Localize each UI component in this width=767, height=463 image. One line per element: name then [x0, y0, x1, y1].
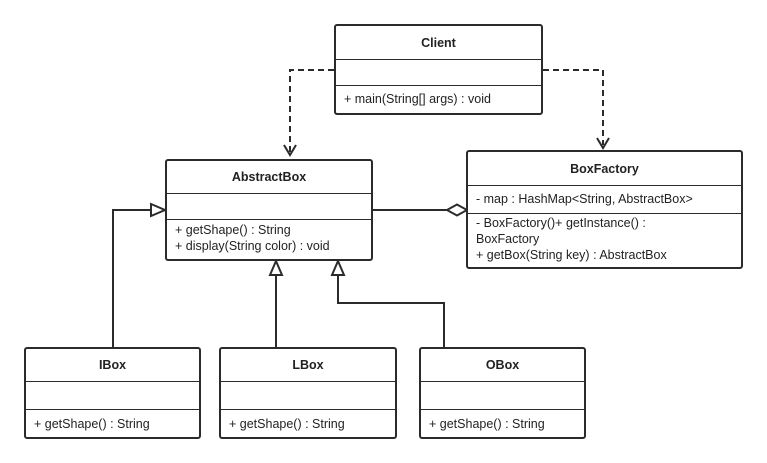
class-ibox: IBox + getShape() : String: [24, 347, 201, 439]
methods-section: + getShape() : String: [421, 410, 584, 434]
dependency-client-abstractbox: [283, 69, 334, 157]
methods-section: + getShape() : String + display(String c…: [167, 220, 371, 256]
generalization-lbox-abstractbox: [268, 258, 284, 347]
attributes-section: [26, 382, 199, 410]
methods-section: + main(String[] args) : void: [336, 86, 541, 109]
class-name: BoxFactory: [468, 152, 741, 186]
attributes-section: [221, 382, 395, 410]
generalization-ibox-abstractbox: [112, 202, 168, 347]
class-abstractbox: AbstractBox + getShape() : String + disp…: [165, 159, 373, 261]
attribute: - map : HashMap<String, AbstractBox>: [476, 192, 693, 206]
attributes-section: - map : HashMap<String, AbstractBox>: [468, 186, 741, 214]
method: + main(String[] args) : void: [344, 92, 491, 106]
class-lbox: LBox + getShape() : String: [219, 347, 397, 439]
method: + display(String color) : void: [175, 239, 330, 253]
class-boxfactory: BoxFactory - map : HashMap<String, Abstr…: [466, 150, 743, 269]
method: BoxFactory: [476, 232, 540, 246]
method: + getBox(String key) : AbstractBox: [476, 248, 667, 262]
method: + getShape() : String: [229, 417, 345, 431]
method: + getShape() : String: [34, 417, 150, 431]
attributes-section: [336, 60, 541, 86]
methods-section: + getShape() : String: [26, 410, 199, 434]
attributes-section: [421, 382, 584, 410]
class-name: Client: [336, 26, 541, 60]
class-name: AbstractBox: [167, 161, 371, 194]
class-name: OBox: [421, 349, 584, 382]
class-name: LBox: [221, 349, 395, 382]
methods-section: + getShape() : String: [221, 410, 395, 434]
class-obox: OBox + getShape() : String: [419, 347, 586, 439]
generalization-obox-abstractbox: [330, 258, 445, 347]
attributes-section: [167, 194, 371, 220]
class-client: Client + main(String[] args) : void: [334, 24, 543, 115]
method: - BoxFactory()+ getInstance() :: [476, 216, 646, 230]
aggregation-boxfactory-abstractbox: [373, 203, 470, 217]
dependency-client-boxfactory: [543, 69, 610, 150]
method: + getShape() : String: [175, 223, 291, 237]
methods-section: - BoxFactory()+ getInstance() : BoxFacto…: [468, 214, 741, 265]
method: + getShape() : String: [429, 417, 545, 431]
class-name: IBox: [26, 349, 199, 382]
